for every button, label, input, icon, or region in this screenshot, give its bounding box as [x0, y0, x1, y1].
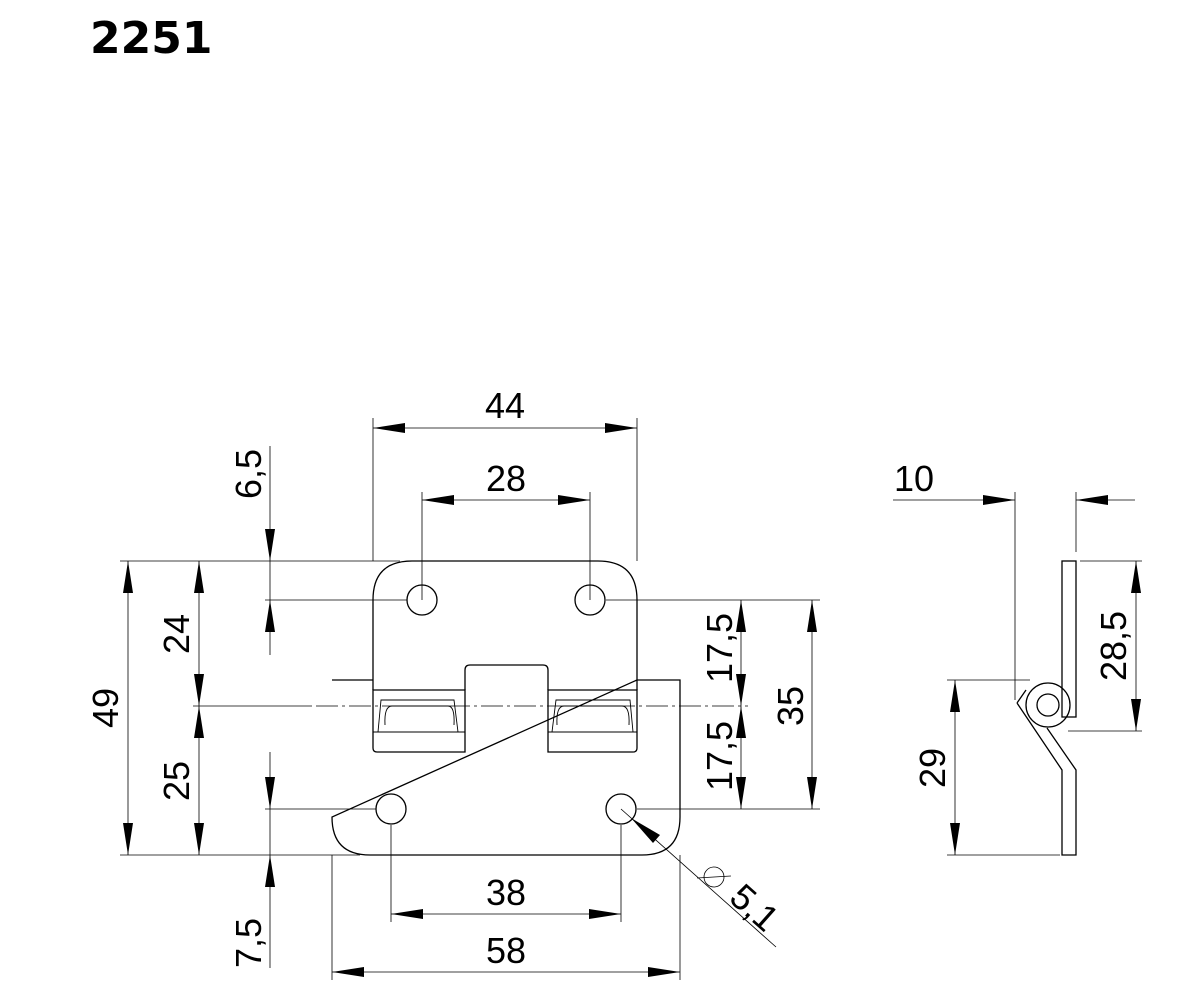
dim-upper-hole-to-axis: 17,5: [699, 613, 740, 683]
dimension-arrows: [123, 423, 817, 977]
dim-top-leaf-height: 24: [156, 614, 197, 654]
dim-side-upper-height: 28,5: [1093, 611, 1134, 681]
dim-top-hole-spacing: 28: [486, 458, 526, 499]
hole-bottom-left: [375, 793, 407, 825]
dim-total-height: 49: [85, 688, 126, 728]
side-dimension-arrows: [950, 495, 1141, 855]
dim-bottom-hole-spacing: 38: [486, 872, 526, 913]
hole-bottom-right: [605, 793, 637, 825]
dimension-lines: [127, 427, 813, 973]
dim-bottom-leaf-height: 25: [156, 761, 197, 801]
dim-hole-diameter: 5,1: [722, 875, 787, 939]
dim-side-offset: 10: [894, 458, 934, 499]
side-view: 10 28,5 29: [893, 458, 1142, 856]
dim-top-edge-to-hole: 6,5: [228, 449, 269, 499]
front-view: 44 28 38 58 49 24 25 6,5 7,5 17,5 17,5 3…: [85, 385, 820, 980]
diameter-symbol-icon: [703, 866, 725, 888]
side-upper-leaf: [1061, 560, 1077, 718]
center-knuckle: [464, 664, 549, 690]
lower-leaf-outline: [331, 679, 681, 856]
extension-lines: [120, 418, 820, 980]
dim-side-lower-height: 29: [912, 748, 953, 788]
side-pin: [1036, 693, 1060, 717]
dim-bottom-width: 58: [486, 930, 526, 971]
side-lower-leaf: [1016, 689, 1077, 856]
side-extension-lines: [947, 492, 1142, 856]
dim-top-width: 44: [485, 385, 525, 426]
part-number-title: 2251: [90, 13, 212, 64]
side-knuckle-outer: [1025, 682, 1071, 728]
upper-leaf-outline: [372, 560, 638, 690]
dim-hole-to-hole-vertical: 35: [770, 686, 811, 726]
left-knuckle: [372, 689, 466, 753]
dim-lower-hole-to-axis: 17,5: [699, 721, 740, 791]
dim-bottom-edge-to-hole: 7,5: [228, 918, 269, 968]
diameter-callout: 5,1: [697, 866, 787, 939]
